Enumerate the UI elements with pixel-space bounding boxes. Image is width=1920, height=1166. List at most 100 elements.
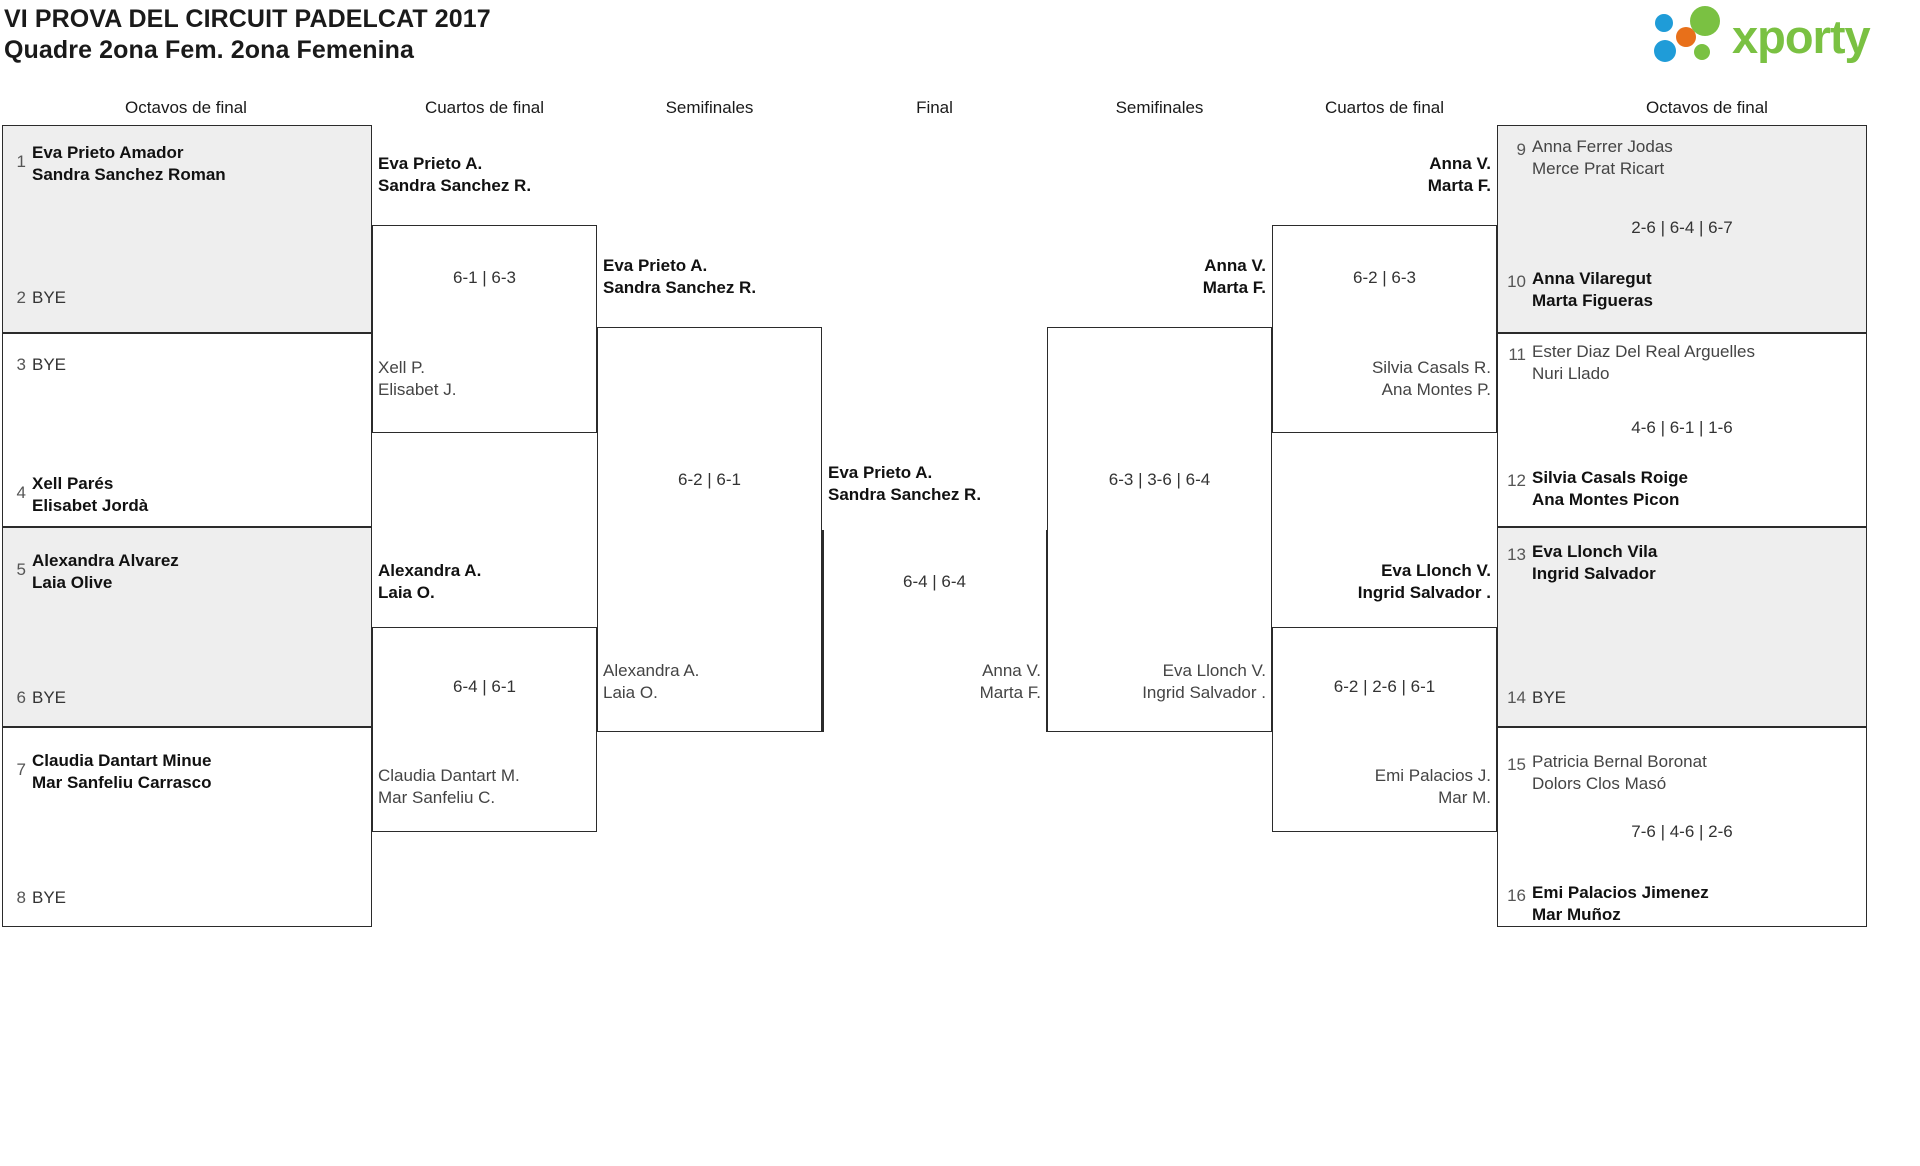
team-right-r16-4-top: Patricia Bernal Boronat Dolors Clos Masó — [1532, 751, 1707, 795]
team-left-qf-1-bot: Xell P. Elisabet J. — [378, 357, 456, 401]
match-box-right-r16-1[interactable] — [1497, 125, 1867, 333]
score-left-qf-1: 6-1 | 6-3 — [452, 268, 516, 287]
match-box-left-qf-2[interactable] — [372, 627, 597, 832]
draw-subtitle: Quadre 2ona Fem. 2ona Femenina — [4, 36, 415, 64]
seed-number-12: 12 — [1507, 471, 1526, 490]
player-line-2: Sandra Sanchez R. — [603, 278, 757, 297]
player-line-2: Sandra Sanchez R. — [378, 176, 532, 195]
player-line-1: Ester Diaz Del Real Arguelles — [1532, 342, 1755, 361]
match-box-left-r16-2[interactable] — [2, 333, 372, 527]
team-left-r16-2-bot: Xell Parés Elisabet Jordà — [32, 473, 148, 517]
seed-number-16: 16 — [1507, 886, 1526, 905]
seed-number-4: 4 — [16, 483, 26, 502]
page-header: VI PROVA DEL CIRCUIT PADELCAT 2017 Quadr… — [0, 0, 1920, 80]
score-right-qf-2: 6-2 | 2-6 | 6-1 — [1333, 677, 1436, 696]
player-line-1: Claudia Dantart M. — [378, 766, 520, 785]
team-left-qf-2-bot: Claudia Dantart M. Mar Sanfeliu C. — [378, 765, 520, 809]
match-box-left-r16-1[interactable] — [2, 125, 372, 333]
player-line-1: Silvia Casals Roige — [1532, 468, 1688, 487]
player-line-2: Elisabet Jordà — [32, 496, 149, 515]
seed-number-10: 10 — [1507, 272, 1526, 291]
score-right-r16-2: 4-6 | 6-1 | 1-6 — [1631, 418, 1733, 437]
player-line-1: Anna V. — [1204, 256, 1266, 275]
player-line-1: Xell P. — [378, 358, 425, 377]
score-final: 6-4 | 6-4 — [902, 572, 966, 591]
team-right-r16-3-top: Eva Llonch Vila Ingrid Salvador — [1532, 541, 1657, 585]
player-line-2: Marta F. — [1427, 176, 1491, 195]
player-line-1: Anna V. — [982, 661, 1041, 680]
seed-number-13: 13 — [1507, 545, 1526, 564]
player-line-1: Eva Prieto A. — [603, 256, 708, 275]
player-line-1: Alexandra A. — [603, 661, 700, 680]
player-line-2: Ana Montes P. — [1381, 380, 1491, 399]
logo-dots-icon — [1654, 6, 1720, 62]
seed-number-14: 14 — [1507, 688, 1526, 707]
seed-number-11: 11 — [1508, 345, 1526, 364]
player-line-2: Ingrid Salvador — [1532, 564, 1656, 583]
player-line-2: Marta F. — [1202, 278, 1266, 297]
title-block: VI PROVA DEL CIRCUIT PADELCAT 2017 Quadr… — [4, 4, 491, 66]
player-line-2: Elisabet J. — [378, 380, 457, 399]
player-line-2: Ingrid Salvador . — [1357, 583, 1491, 602]
team-left-sf-1-top: Eva Prieto A. Sandra Sanchez R. — [603, 255, 756, 299]
player-line-1: Patricia Bernal Boronat — [1532, 752, 1707, 771]
logo-wordmark: xporty — [1732, 10, 1871, 63]
seed-number-8: 8 — [16, 888, 26, 907]
player-line-1: Xell Parés — [32, 474, 114, 493]
seed-number-1: 1 — [16, 152, 26, 171]
match-box-right-r16-4[interactable] — [1497, 727, 1867, 927]
player-line-2: Marta Figueras — [1532, 291, 1653, 310]
round-header-final: Final — [916, 98, 953, 117]
team-left-sf-1-bot: Alexandra A. Laia O. — [603, 660, 699, 704]
score-right-r16-4: 7-6 | 4-6 | 2-6 — [1631, 822, 1733, 841]
team-left-r16-3-top: Alexandra Alvarez Laia Olive — [32, 550, 179, 594]
score-right-qf-1: 6-2 | 6-3 — [1352, 268, 1416, 287]
round-header-left-qf: Cuartos de final — [424, 98, 545, 117]
match-box-right-r16-3[interactable] — [1497, 527, 1867, 727]
match-box-right-qf-2[interactable] — [1272, 627, 1497, 832]
player-line-2: Laia O. — [603, 683, 658, 702]
match-box-right-sf-1[interactable] — [1047, 327, 1272, 732]
player-line-2: Mar M. — [1438, 788, 1491, 807]
player-line-2: Ana Montes Picon — [1532, 490, 1680, 509]
team-left-qf-2-top: Alexandra A. Laia O. — [378, 560, 481, 604]
player-line-1: Alexandra A. — [378, 561, 482, 580]
seed-number-2: 2 — [16, 288, 26, 307]
seed-number-6: 6 — [16, 688, 26, 707]
team-left-r16-3-bot: BYE — [32, 688, 67, 707]
team-left-r16-1-bot: BYE — [32, 288, 67, 307]
player-line-1: Emi Palacios Jimenez — [1532, 883, 1709, 902]
score-left-qf-2: 6-4 | 6-1 — [452, 677, 516, 696]
round-header-right-r16: Octavos de final — [1646, 98, 1768, 117]
player-line-1: Eva Prieto Amador — [32, 143, 184, 162]
final-right-connector — [1046, 530, 1048, 732]
match-box-right-qf-1[interactable] — [1272, 225, 1497, 433]
team-final-bot: Anna V. Marta F. — [822, 660, 1041, 704]
player-line-1: Claudia Dantart Minue — [32, 751, 212, 770]
team-left-r16-1-top: Eva Prieto Amador Sandra Sanchez Roman — [32, 142, 226, 186]
team-right-qf-1-bot: Silvia Casals R. Ana Montes P. — [1272, 357, 1491, 401]
player-line-2: Merce Prat Ricart — [1532, 159, 1665, 178]
match-box-left-r16-4[interactable] — [2, 727, 372, 927]
team-final-top: Eva Prieto A. Sandra Sanchez R. — [828, 462, 981, 506]
match-box-right-r16-2[interactable] — [1497, 333, 1867, 527]
round-header-right-sf: Semifinales — [1115, 98, 1204, 117]
match-box-left-qf-1[interactable] — [372, 225, 597, 433]
team-right-qf-2-top: Eva Llonch V. Ingrid Salvador . — [1272, 560, 1491, 604]
match-box-left-sf-1[interactable] — [597, 327, 822, 732]
team-right-r16-4-bot: Emi Palacios Jimenez Mar Muñoz — [1532, 882, 1709, 926]
player-line-1: Emi Palacios J. — [1374, 766, 1491, 785]
xporty-logo: xporty — [1650, 6, 1910, 68]
player-line-2: Sandra Sanchez Roman — [32, 165, 226, 184]
round-header-right-qf: Cuartos de final — [1324, 98, 1445, 117]
player-line-1: Anna Ferrer Jodas — [1532, 137, 1673, 156]
player-line-1: Silvia Casals R. — [1371, 358, 1491, 377]
score-right-sf-1: 6-3 | 3-6 | 6-4 — [1108, 470, 1211, 489]
player-line-2: Mar Sanfeliu C. — [378, 788, 496, 807]
team-right-r16-1-top: Anna Ferrer Jodas Merce Prat Ricart — [1532, 136, 1673, 180]
team-right-sf-1-top: Anna V. Marta F. — [1047, 255, 1266, 299]
team-right-qf-2-bot: Emi Palacios J. Mar M. — [1272, 765, 1491, 809]
team-right-r16-3-bot: BYE — [1532, 688, 1567, 707]
team-right-r16-1-bot: Anna Vilaregut Marta Figueras — [1532, 268, 1653, 312]
match-box-left-r16-3[interactable] — [2, 527, 372, 727]
